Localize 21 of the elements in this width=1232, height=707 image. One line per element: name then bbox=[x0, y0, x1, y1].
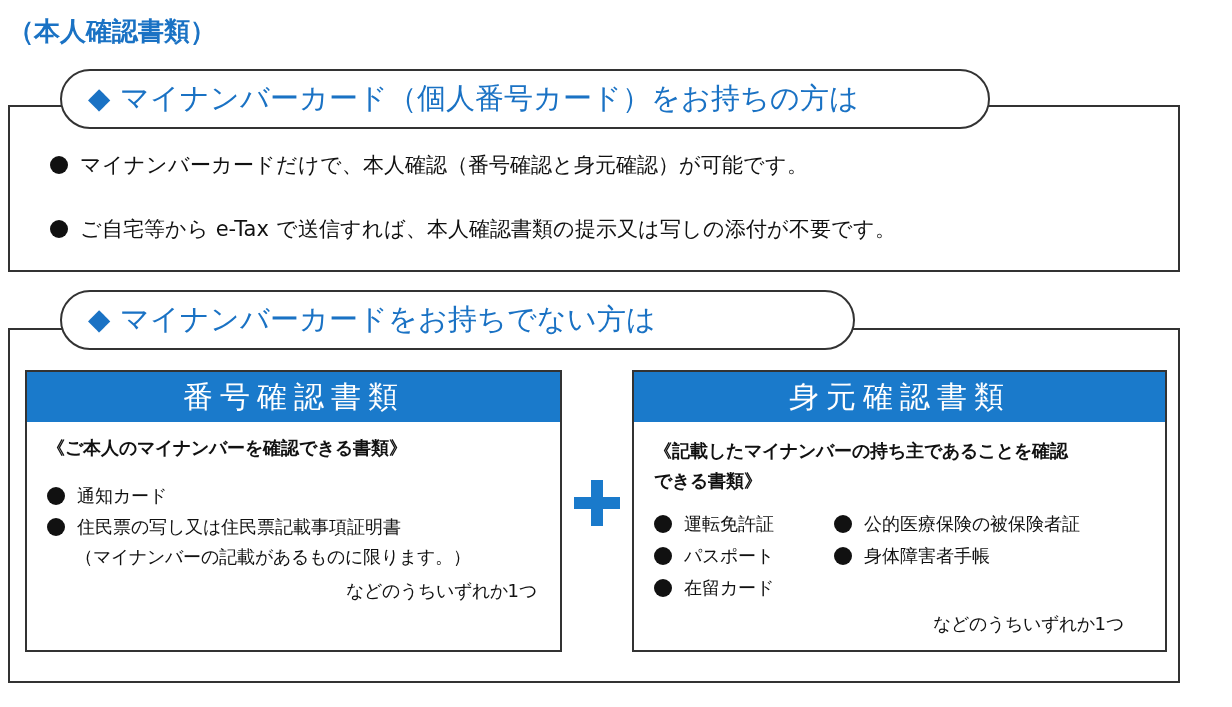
bullet-item: 通知カード bbox=[47, 484, 167, 508]
bullet-item: 運転免許証 bbox=[654, 512, 774, 536]
document-card bbox=[25, 370, 562, 652]
bullet-item: 公的医療保険の被保険者証 bbox=[834, 512, 1080, 536]
note-text: などのうちいずれか1つ bbox=[931, 612, 1124, 636]
bullet-item: 住民票の写し又は住民票記載事項証明書 bbox=[47, 515, 401, 539]
subheading: 《ご本人のマイナンバーを確認できる書類》 bbox=[47, 436, 407, 460]
note-text: （マイナンバーの記載があるものに限ります。） bbox=[75, 545, 471, 569]
section-heading: ◆ マイナンバーカードをお持ちでない方は bbox=[60, 290, 855, 350]
page-title: （本人確認書類） bbox=[8, 15, 216, 48]
card-heading: 身元確認書類 bbox=[634, 372, 1165, 422]
bullet-item: マイナンバーカードだけで、本人確認（番号確認と身元確認）が可能です。 bbox=[50, 151, 808, 179]
bullet-item: 身体障害者手帳 bbox=[834, 544, 990, 568]
bullet-item: 在留カード bbox=[654, 576, 774, 600]
bullet-item: パスポート bbox=[654, 544, 774, 568]
bullet-item: ご自宅等から e-Tax で送信すれば、本人確認書類の提示又は写しの添付が不要です。 bbox=[50, 215, 896, 243]
note-text: などのうちいずれか1つ bbox=[344, 579, 537, 603]
card-heading: 番号確認書類 bbox=[27, 372, 560, 422]
section-heading: ◆ マイナンバーカード（個人番号カード）をお持ちの方は bbox=[60, 69, 990, 129]
document-card bbox=[632, 370, 1167, 652]
subheading: 《記載したマイナンバーの持ち主であることを確認できる書類》 bbox=[654, 439, 1070, 493]
